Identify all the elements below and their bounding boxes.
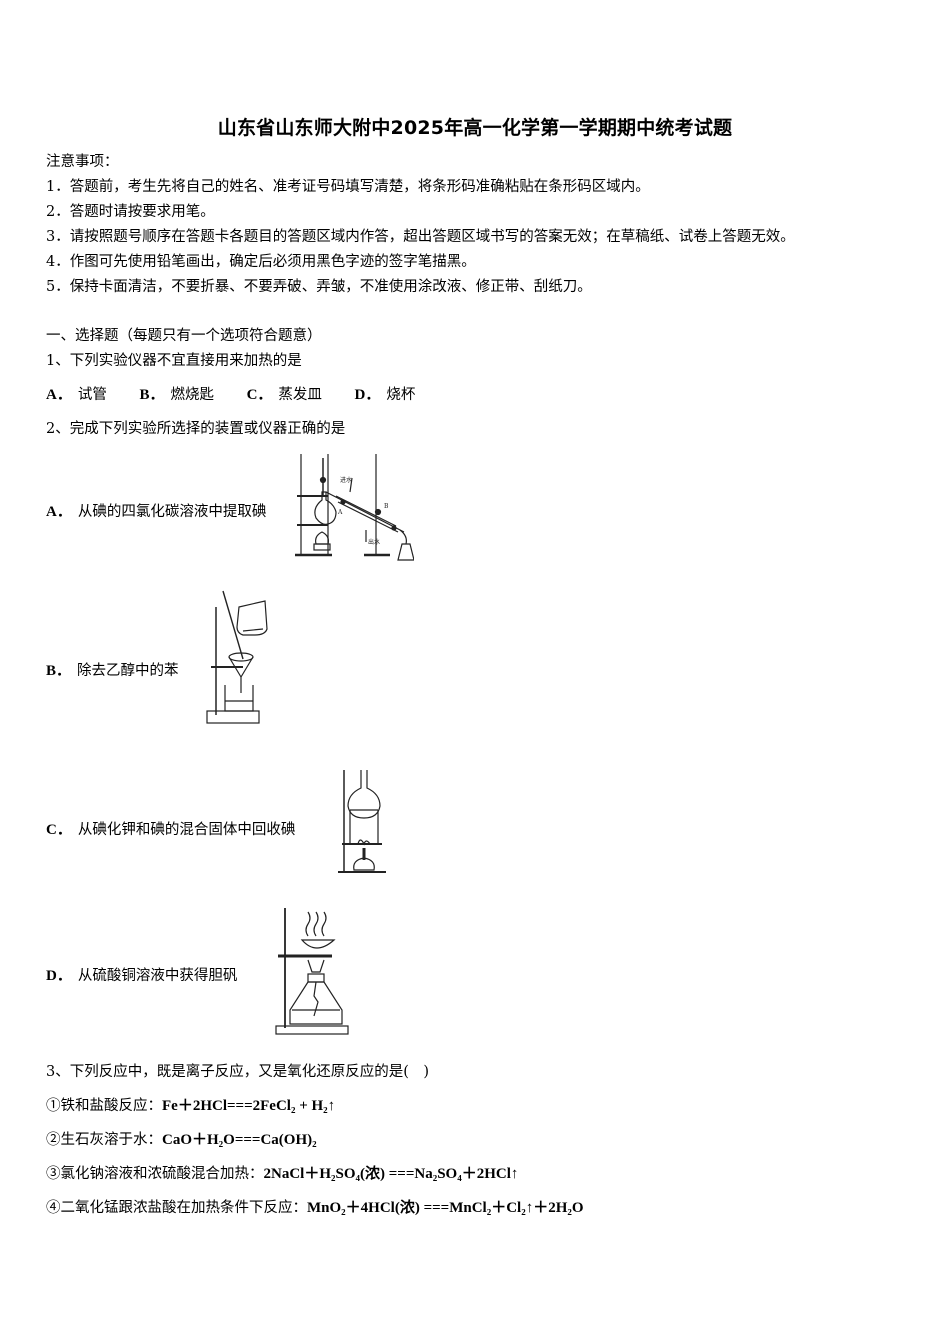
- svg-text:进水: 进水: [340, 476, 352, 484]
- svg-text:A: A: [337, 509, 343, 516]
- marker: ③: [46, 1166, 61, 1182]
- distillation-apparatus-figure: 进水 出水 A B: [292, 452, 414, 562]
- question-3-stem: 3、下列反应中，既是离子反应，又是氧化还原反应的是( ): [46, 1064, 430, 1080]
- marker: ④: [46, 1200, 61, 1216]
- notice-item-3: 3．请按照题号顺序在答题卡各题目的答题区域内作答，超出答题区域书写的答案无效；在…: [46, 229, 795, 245]
- notice-item-1: 1．答题前，考生先将自己的姓名、准考证号码填写清楚，将条形码准确粘贴在条形码区域…: [46, 179, 650, 195]
- evaporation-apparatus-figure: [268, 906, 352, 1036]
- marker: ②: [46, 1132, 61, 1148]
- equation-4: MnO₂＋4HCl(浓) ===MnCl₂＋Cl₂↑＋2H₂O: [307, 1200, 584, 1216]
- question-2-option-d: D．从硫酸铜溶液中获得胆矾: [46, 968, 238, 984]
- question-3-item-1: ①铁和盐酸反应：Fe＋2HCl===2FeCl₂ + H₂↑: [46, 1098, 336, 1114]
- question-2-option-c: C．从碘化钾和碘的混合固体中回收碘: [46, 822, 296, 838]
- question-1-option-d: D．烧杯: [354, 387, 416, 403]
- question-3-item-2: ②生石灰溶于水：CaO＋H₂O===Ca(OH)₂: [46, 1132, 317, 1148]
- question-3-item-4: ④二氧化锰跟浓盐酸在加热条件下反应：MnO₂＋4HCl(浓) ===MnCl₂＋…: [46, 1200, 584, 1216]
- question-1-option-a: A．试管: [46, 387, 107, 403]
- question-3-item-3: ③氯化钠溶液和浓硫酸混合加热：2NaCl＋H₂SO₄(浓) ===Na₂SO₄＋…: [46, 1166, 519, 1182]
- question-1-option-c: C．蒸发皿: [246, 387, 322, 403]
- notice-heading: 注意事项：: [46, 154, 119, 170]
- sublimation-apparatus-figure: [330, 768, 388, 876]
- page-title: 山东省山东师大附中2025年高一化学第一学期期中统考试题: [217, 117, 733, 139]
- question-1-option-b: B．燃烧匙: [139, 387, 214, 403]
- notice-item-5: 5．保持卡面清洁，不要折暴、不要弄破、弄皱，不准使用涂改液、修正带、刮纸刀。: [46, 279, 592, 295]
- question-2-option-b: B．除去乙醇中的苯: [46, 663, 179, 679]
- question-2-stem: 2、完成下列实验所选择的装置或仪器正确的是: [46, 421, 346, 437]
- question-1-stem: 1、下列实验仪器不宜直接用来加热的是: [46, 353, 302, 369]
- question-1-options: A．试管 B．燃烧匙 C．蒸发皿 D．烧杯: [46, 385, 443, 405]
- equation-1: Fe＋2HCl===2FeCl₂ + H₂↑: [162, 1098, 336, 1114]
- marker: ①: [46, 1098, 61, 1114]
- notice-item-4: 4．作图可先使用铅笔画出，确定后必须用黑色字迹的签字笔描黑。: [46, 254, 476, 270]
- equation-3: 2NaCl＋H₂SO₄(浓) ===Na₂SO₄＋2HCl↑: [263, 1166, 519, 1182]
- question-2-option-a: A．从碘的四氯化碳溶液中提取碘: [46, 504, 267, 520]
- filtration-apparatus-figure: [203, 587, 273, 729]
- section-heading: 一、选择题（每题只有一个选项符合题意）: [46, 328, 322, 344]
- svg-text:B: B: [384, 503, 389, 510]
- svg-text:出水: 出水: [368, 538, 380, 546]
- equation-2: CaO＋H₂O===Ca(OH)₂: [162, 1132, 317, 1148]
- notice-item-2: 2．答题时请按要求用笔。: [46, 204, 215, 220]
